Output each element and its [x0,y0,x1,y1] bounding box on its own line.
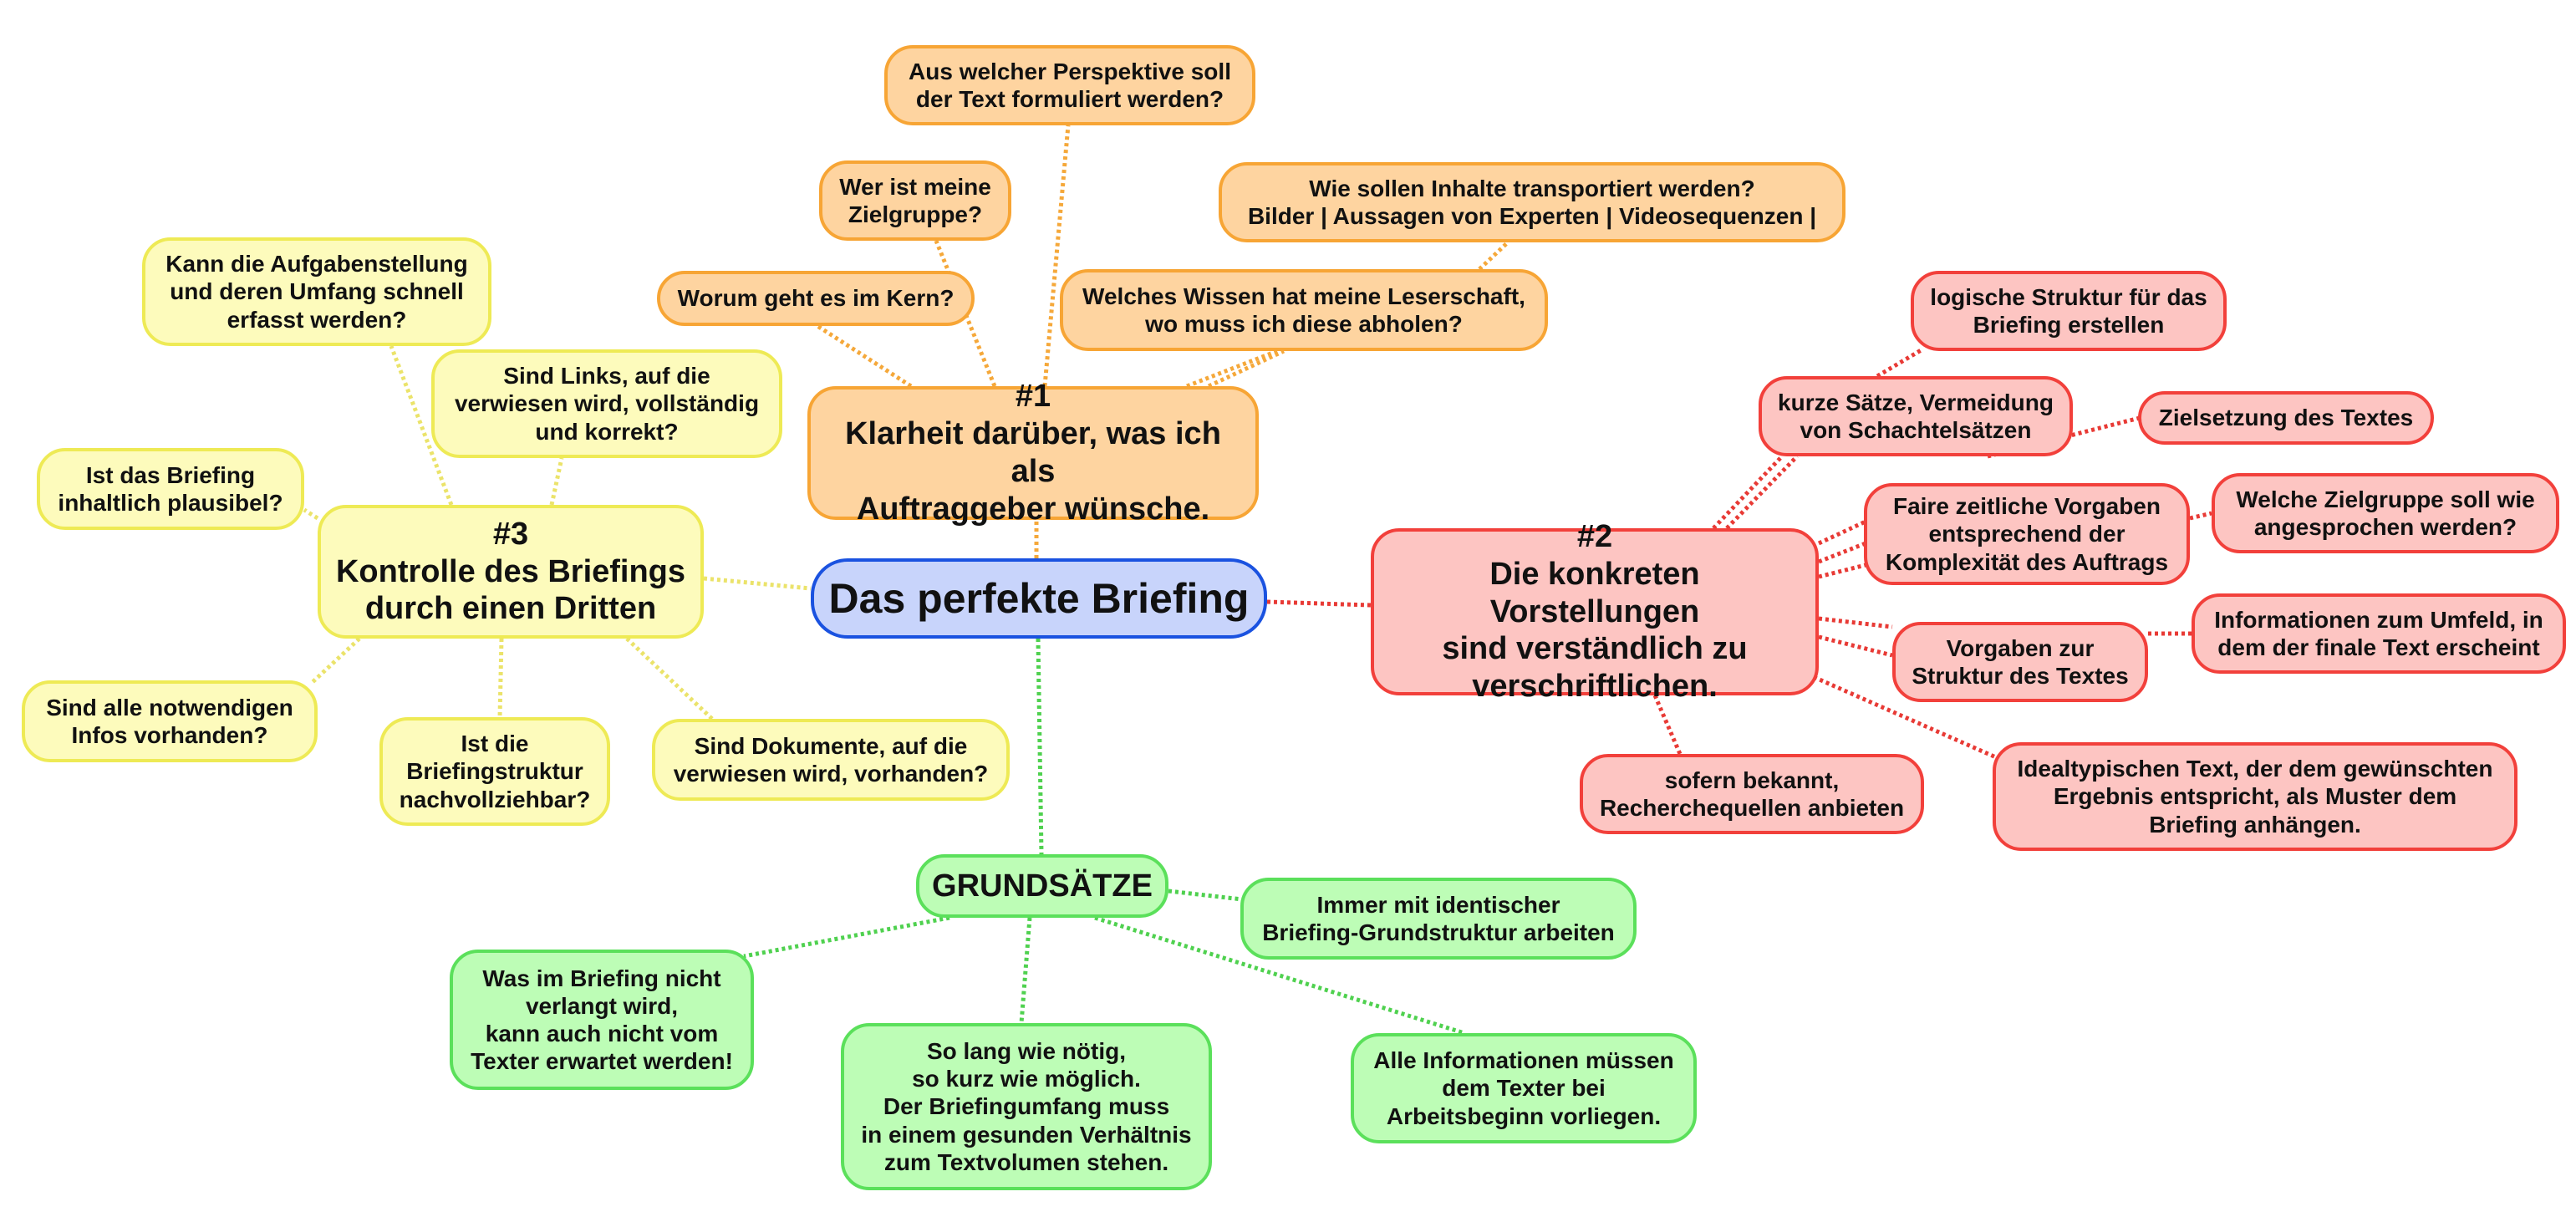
connector-line [311,637,361,684]
connector-line [1042,125,1071,387]
connector-line [1168,889,1243,902]
connector-line [1207,349,1285,389]
branch-3-item[interactable]: Sind Dokumente, auf die verwiesen wird, … [652,719,1010,801]
connector-line [1817,519,1867,546]
branch-1-item[interactable]: Worum geht es im Kern? [657,271,975,326]
branch-2-item[interactable]: logische Struktur für das Briefing erste… [1911,271,2227,351]
connector-line [1478,241,1509,271]
branch-1-item[interactable]: Wer ist meine Zielgruppe? [819,160,1011,241]
center-node[interactable]: Das perfekte Briefing [811,558,1267,639]
branch-2-item[interactable]: kurze Sätze, Vermeidung von Schachtelsät… [1759,376,2073,456]
branch-1-item[interactable]: Welches Wissen hat meine Leserschaft, wo… [1060,269,1548,351]
connector-line [1818,541,1866,564]
connector-line [1712,455,1784,530]
connector-line [1818,616,1893,629]
branch-3-item[interactable]: Kann die Aufgabenstellung und deren Umfa… [142,237,491,346]
grundsaetze-item[interactable]: So lang wie nötig, so kurz wie möglich. … [841,1023,1212,1190]
branch-2-item[interactable]: Idealtypischen Text, der dem gewünschten… [1993,742,2517,851]
connector-line [816,323,913,389]
branch-3-item[interactable]: Ist das Briefing inhaltlich plausibel? [37,448,304,530]
branch-3-item[interactable]: Sind alle notwendigen Infos vorhanden? [22,680,318,762]
connector-line [703,576,812,591]
connector-line [549,457,564,506]
grundsaetze-node[interactable]: GRUNDSÄTZE [916,854,1168,918]
branch-2-item[interactable]: Vorgaben zur Struktur des Textes [1892,622,2148,702]
connector-line [389,345,454,506]
connector-line [1036,638,1044,855]
connector-line [743,915,950,959]
branch-2-item[interactable]: sofern bekannt, Recherchequellen anbiete… [1580,754,1924,834]
connector-line [1876,347,1924,379]
connector-line [625,637,714,721]
connector-line [1186,349,1278,389]
branch-2-item[interactable]: Informationen zum Umfeld, in dem der fin… [2192,593,2566,674]
connector-line [1019,917,1032,1024]
connector-line [1266,599,1372,608]
grundsaetze-item[interactable]: Immer mit identischer Briefing-Grundstru… [1240,878,1637,960]
branch-3-item[interactable]: Sind Links, auf die verwiesen wird, voll… [431,349,782,458]
connector-line [497,638,504,718]
branch-3-item[interactable]: Ist die Briefingstruktur nachvollziehbar… [379,717,610,826]
branch-3-node[interactable]: #3 Kontrolle des Briefings durch einen D… [318,505,704,639]
connector-line [1094,915,1465,1036]
grundsaetze-item[interactable]: Was im Briefing nicht verlangt wird, kan… [450,950,754,1090]
branch-2-item[interactable]: Zielsetzung des Textes [2138,391,2434,445]
branch-1-item[interactable]: Aus welcher Perspektive soll der Text fo… [884,45,1255,125]
grundsaetze-item[interactable]: Alle Informationen müssen dem Texter bei… [1351,1033,1697,1143]
branch-2-item[interactable]: Welche Zielgruppe soll wie angesprochen … [2212,473,2559,553]
branch-2-item[interactable]: Faire zeitliche Vorgaben entsprechend de… [1864,483,2190,585]
branch-1-node[interactable]: #1 Klarheit darüber, was ich als Auftrag… [807,379,1259,527]
branch-1-item[interactable]: Wie sollen Inhalte transportiert werden?… [1219,162,1845,242]
connector-line [2189,511,2212,521]
connector-line [303,507,319,521]
connector-line [1818,634,1893,658]
branch-2-node[interactable]: #2 Die konkreten Vorstellungen sind vers… [1371,519,1819,704]
connector-line [1818,563,1866,579]
